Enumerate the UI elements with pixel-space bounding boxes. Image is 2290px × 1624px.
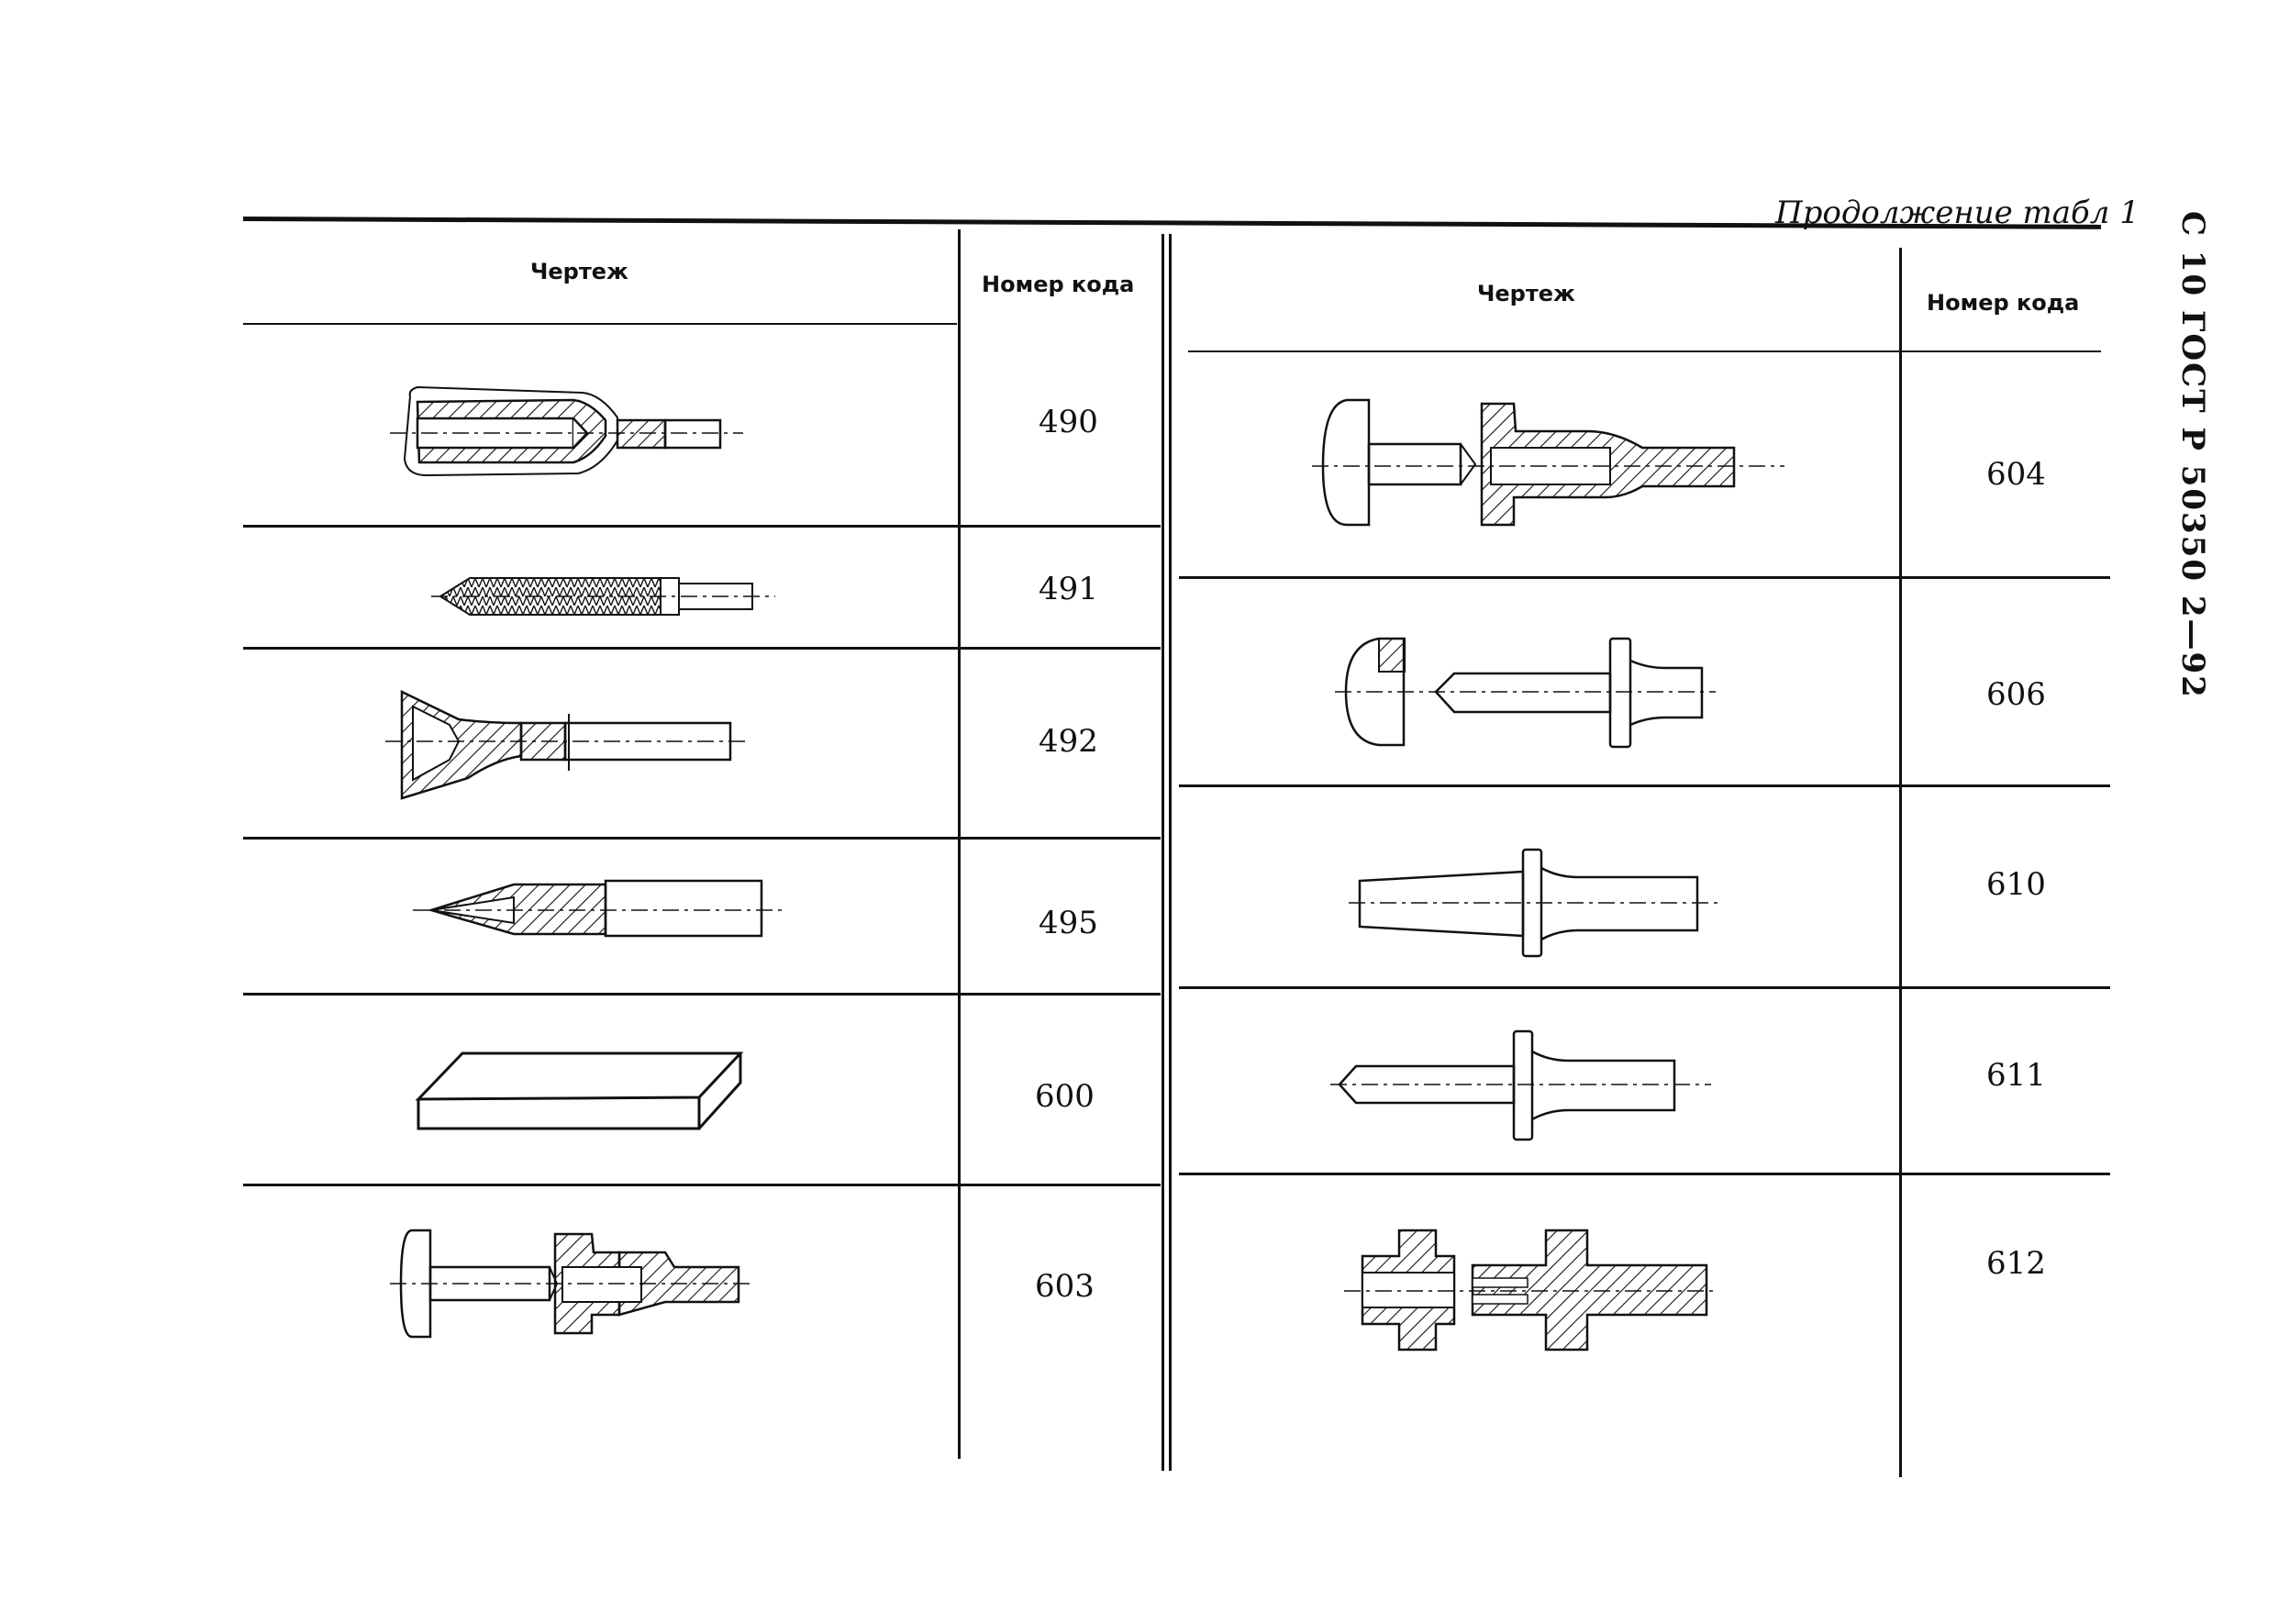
code-603: 603 [1035, 1268, 1095, 1305]
code-492: 492 [1039, 723, 1098, 760]
cap-and-flanged-pin-icon [1335, 633, 1720, 752]
rectangular-plate-icon [415, 1044, 750, 1136]
screw-and-flanged-bush-section-icon [1312, 395, 1789, 532]
screw-and-threaded-bush-section-icon [390, 1225, 757, 1344]
pointed-pin-with-collar-icon [1330, 1026, 1716, 1145]
header-right-code: Номер кода [1927, 290, 2080, 316]
code-606: 606 [1986, 676, 2046, 713]
header-left-code: Номер кода [982, 272, 1135, 297]
code-490: 490 [1039, 404, 1098, 440]
code-604: 604 [1986, 456, 2046, 493]
code-610: 610 [1986, 866, 2046, 903]
code-491: 491 [1039, 571, 1098, 607]
header-right-drawing: Чертеж [1477, 281, 1575, 306]
threaded-tap-icon [431, 569, 780, 624]
flared-die-section-icon [385, 686, 752, 806]
pointed-tool-section-icon [413, 870, 789, 952]
tapered-socket-tool-section-icon [390, 367, 748, 486]
code-495: 495 [1039, 905, 1098, 941]
code-611: 611 [1986, 1057, 2046, 1094]
header-left-drawing: Чертеж [530, 259, 628, 284]
tapered-pin-with-collar-icon [1349, 844, 1725, 963]
code-612: 612 [1986, 1245, 2046, 1282]
bush-and-cross-fitting-section-icon [1344, 1225, 1720, 1353]
page-side-label: С 10 ГОСТ Р 50350 2—92 [2174, 211, 2211, 699]
code-600: 600 [1035, 1078, 1095, 1115]
